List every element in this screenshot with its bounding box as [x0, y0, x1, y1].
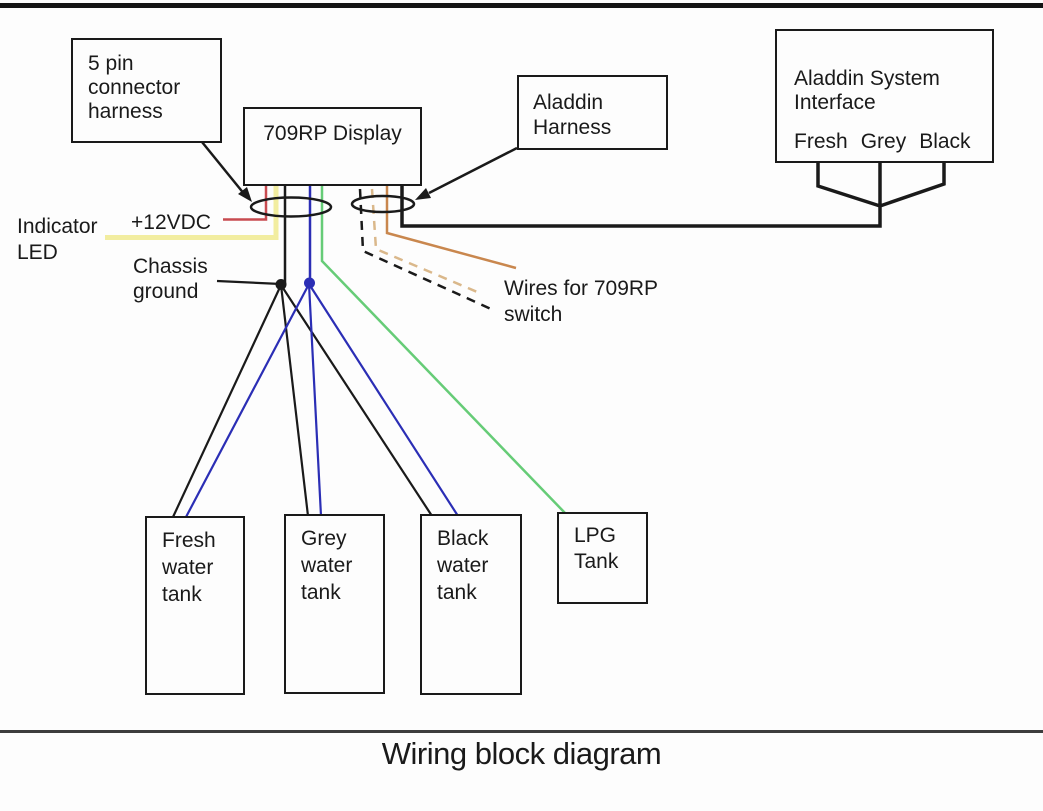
display-709rp-box: 709RP Display: [243, 107, 422, 186]
title-separator-rule: [0, 730, 1043, 733]
arrow-five-pin-head: [238, 187, 252, 202]
arrow-five-pin-line: [201, 141, 246, 196]
diagram-title: Wiring block diagram: [381, 736, 662, 771]
fresh-water-tank-box: Fresh water tank: [145, 516, 245, 695]
indicator-led-label: Indicator LED: [17, 215, 98, 264]
aladdin-system-interface-box: Aladdin System Interface Fresh Grey Blac…: [775, 29, 994, 163]
plus-12vdc-label: +12VDC: [131, 211, 211, 234]
aladdin-system-interface-label: Aladdin System Interface: [794, 67, 940, 114]
aladdin-interface-harness-line: [400, 160, 946, 228]
wire-indicator-led-yellow: [105, 184, 279, 240]
pin-label-black: Black: [919, 130, 971, 153]
connector-ellipse-right: [350, 194, 416, 214]
pin-label-fresh: Fresh: [794, 130, 848, 153]
chassis-ground-dot: [275, 279, 287, 290]
arrow-aladdin-harness-head: [415, 188, 431, 200]
wire-709rp-switch-black-dashed: [358, 188, 492, 311]
aladdin-harness-box: Aladdin Harness: [517, 75, 668, 150]
connector-ellipse-left: [249, 196, 333, 218]
blue-junction-dot: [304, 277, 315, 289]
chassis-ground-pointer-line: [216, 279, 282, 286]
grey-water-tank-box: Grey water tank: [284, 514, 385, 694]
wires-black-to-tanks: [172, 284, 433, 518]
chassis-ground-label: Chassis ground: [133, 255, 208, 303]
arrow-aladdin-harness-line: [428, 146, 518, 195]
lpg-tank-box: LPG Tank: [557, 512, 648, 604]
wires-for-709rp-switch-label: Wires for 709RP switch: [504, 277, 659, 326]
wire-lpg-green: [320, 184, 566, 514]
pin-label-grey: Grey: [860, 130, 907, 153]
wire-12vdc-red: [223, 184, 268, 221]
black-water-tank-box: Black water tank: [420, 514, 522, 695]
wires-blue-to-tanks: [185, 283, 459, 518]
top-border-rule: [0, 3, 1043, 8]
aladdin-pins-row: Fresh Grey Black: [794, 130, 971, 154]
wire-709rp-switch-orange: [385, 184, 517, 270]
wire-709rp-switch-tan-dashed: [370, 188, 483, 296]
five-pin-connector-harness-box: 5 pin connector harness: [71, 38, 222, 143]
